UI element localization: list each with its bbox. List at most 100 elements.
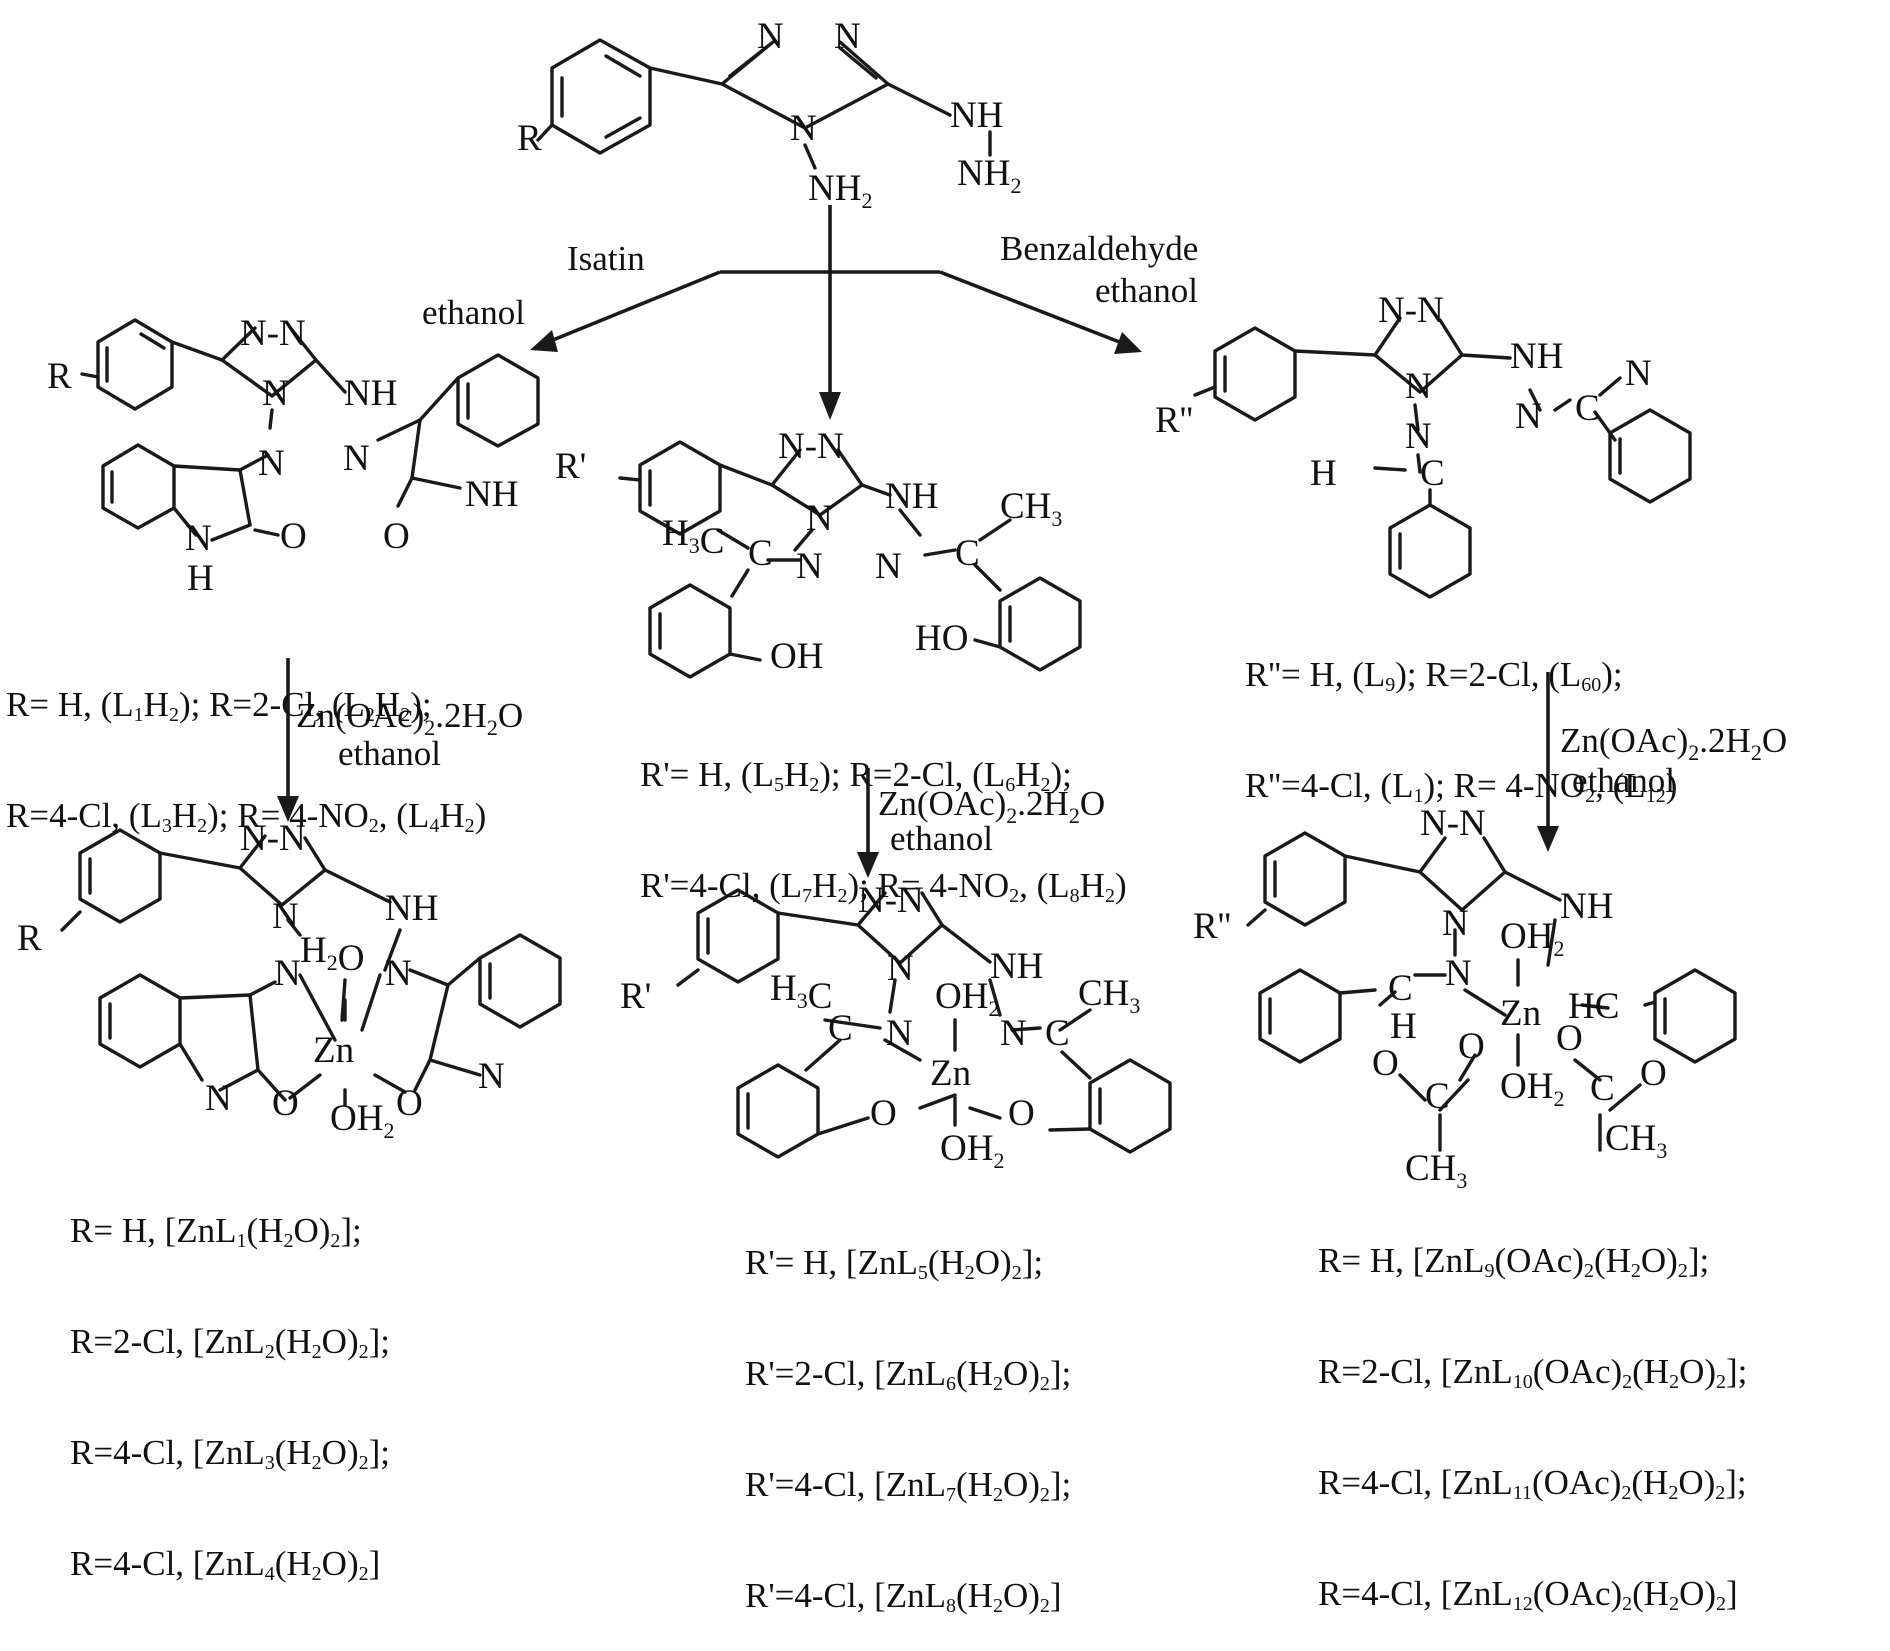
aryl-triazole-bond: [648, 66, 724, 86]
svg-text:N: N: [1442, 903, 1469, 944]
caption-line: R'= H, [ZnL5(H2O)2];: [745, 1243, 1044, 1284]
hydroxy-ligand-h3c: H3C: [662, 513, 724, 562]
middle-arrow-head: [819, 392, 841, 420]
svg-text:N: N: [1515, 396, 1542, 437]
hydroxy-complex-structure: N-N R' NH N H3C CH3 C N N C OH2 Zn OH2 O…: [620, 880, 1172, 1173]
svg-text:N-N: N-N: [240, 818, 306, 859]
svg-text:C: C: [1425, 1076, 1450, 1117]
caption-line: R=4-Cl, [ZnL4(H2O)2]: [70, 1544, 381, 1585]
benzylidene-complex-oh2-bottom: OH2: [1500, 1066, 1564, 1111]
isatin-complex-nh: NH: [385, 888, 438, 929]
caption-line: R'=2-Cl, [ZnL6(H2O)2];: [745, 1354, 1072, 1395]
svg-text:N: N: [258, 443, 285, 484]
benzylidene-complex-zn: Zn: [1500, 993, 1541, 1034]
benzylidene-ligand-caption: R''= H, (L9); R=2-Cl, (L60); R''=4-Cl, (…: [1245, 582, 1677, 841]
sm-r-label: R: [517, 118, 542, 159]
caption-line: R= H, (L1H2); R=2-Cl, (L2H2);: [6, 685, 432, 726]
hydroxy-ligand-r: R': [555, 446, 586, 487]
caption-line: R=4-Cl, (L3H2); R= 4-NO2, (L4H2): [6, 796, 487, 837]
zinc-reagent-right: Zn(OAc)2.2H2O: [1560, 721, 1787, 765]
isatin-complex-caption: R= H, [ZnL1(H2O)2]; R=2-Cl, [ZnL2(H2O)2]…: [70, 1138, 390, 1619]
svg-text:N: N: [1405, 366, 1432, 407]
zinc-ethanol-middle: ethanol: [890, 819, 993, 858]
svg-text:N-N: N-N: [778, 426, 844, 467]
svg-text:N-N: N-N: [240, 313, 306, 354]
isatin-ligand-structure: N-N R NH N N N NH N H O O: [47, 313, 540, 599]
svg-text:O: O: [1372, 1043, 1399, 1084]
reaction-arrows: Isatin ethanol Benzaldehyde ethanol Zn(O…: [277, 205, 1787, 878]
benzaldehyde-arrow: [939, 270, 1123, 345]
sm-amino-label: NH2: [808, 168, 872, 213]
isatin-complex-r: R: [17, 918, 42, 959]
hydroxy-complex-r: R': [620, 976, 651, 1017]
caption-line: R= H, [ZnL9(OAc)2(H2O)2];: [1318, 1241, 1710, 1282]
hydroxy-ligand-structure: N-N R' NH N H3C C N N C CH3 OH HO: [555, 426, 1082, 679]
caption-line: R''=4-Cl, (L1); R= 4-NO2, (L12): [1245, 766, 1678, 807]
hydroxy-complex-oh2-top: OH2: [935, 976, 999, 1021]
benzylidene-complex-oh2-top: OH2: [1500, 916, 1564, 961]
benzylidene-ligand-h: H: [1310, 453, 1337, 494]
svg-text:N: N: [1000, 1013, 1027, 1054]
benzylidene-complex-hc: HC: [1568, 986, 1619, 1027]
hydroxy-ligand-oh: OH: [770, 636, 823, 677]
benzylidene-complex-ch3-left: CH3: [1405, 1148, 1467, 1193]
sm-n-bottom: N: [790, 108, 817, 149]
benzylidene-complex-structure: N-N R'' NH N N C H OH2 Zn OH2 HC O O O C…: [1193, 803, 1737, 1193]
caption-line: R'= H, (L5H2); R=2-Cl, (L6H2);: [640, 755, 1072, 796]
svg-text:N: N: [886, 1013, 913, 1054]
svg-text:O: O: [870, 1093, 897, 1134]
isatin-ethanol-label: ethanol: [422, 293, 525, 332]
svg-text:O: O: [1458, 1026, 1485, 1067]
isatin-ligand-o1: O: [280, 516, 307, 557]
hydroxy-ligand-caption: R'= H, (L5H2); R=2-Cl, (L6H2); R'=4-Cl, …: [640, 682, 1127, 941]
caption-line: R=2-Cl, [ZnL10(OAc)2(H2O)2];: [1318, 1352, 1748, 1393]
svg-text:N: N: [875, 546, 902, 587]
svg-text:N: N: [274, 953, 301, 994]
isatin-complex-h2o: H2O: [300, 930, 364, 979]
caption-line: R'=4-Cl, (L7H2); R= 4-NO2, (L8H2): [640, 866, 1127, 907]
sm-nh-label: NH: [950, 95, 1003, 136]
svg-text:O: O: [1640, 1053, 1667, 1094]
svg-text:O: O: [272, 1083, 299, 1124]
phenyl-ring: [550, 38, 652, 155]
caption-line: R=4-Cl, [ZnL3(H2O)2];: [70, 1433, 390, 1474]
svg-text:H: H: [1390, 1006, 1417, 1047]
reaction-scheme: N N N R NH NH2 NH2 Isatin ethanol Benzal…: [17, 16, 1787, 1193]
benzaldehyde-label: Benzaldehyde: [1000, 229, 1198, 268]
benzylidene-complex-caption: R= H, [ZnL9(OAc)2(H2O)2]; R=2-Cl, [ZnL10…: [1318, 1168, 1747, 1649]
isatin-complex-oh2: OH2: [330, 1098, 394, 1143]
svg-text:C: C: [1590, 1068, 1615, 1109]
hydroxy-ligand-ho: HO: [915, 618, 968, 659]
zinc-reagent-middle: Zn(OAc)2.2H2O: [878, 784, 1105, 828]
hydroxy-complex-c1: C: [828, 1008, 853, 1049]
benzaldehyde-ethanol-label: ethanol: [1095, 271, 1198, 310]
sm-n-left: N: [757, 16, 784, 57]
isatin-ligand-caption: R= H, (L1H2); R=2-Cl, (L2H2); R=4-Cl, (L…: [6, 612, 486, 871]
benzylidene-complex-r: R'': [1193, 906, 1231, 947]
svg-text:N-N: N-N: [1378, 290, 1444, 331]
hydroxy-complex-oh2-bottom: OH2: [940, 1128, 1004, 1173]
svg-text:N: N: [205, 1078, 232, 1119]
svg-text:N: N: [385, 953, 412, 994]
caption-line: R'=4-Cl, [ZnL7(H2O)2];: [745, 1465, 1072, 1506]
isatin-arrow: [547, 270, 721, 344]
zinc-ethanol-right: ethanol: [1572, 761, 1675, 800]
svg-text:N: N: [272, 896, 299, 937]
benzylidene-complex-nh: NH: [1560, 886, 1613, 927]
caption-line: R= H, [ZnL1(H2O)2];: [70, 1211, 362, 1252]
svg-text:N: N: [1445, 953, 1472, 994]
isatin-complex-structure: N-N R NH N N N H2O Zn OH2 N O O N: [17, 818, 562, 1143]
benzylidene-ligand-c1: C: [1420, 453, 1445, 494]
svg-text:N: N: [806, 498, 833, 539]
svg-text:N-N: N-N: [1420, 803, 1486, 844]
hydroxy-ligand-ch3: CH3: [1000, 486, 1062, 531]
caption-line: R'=4-Cl, [ZnL8(H2O)2]: [745, 1576, 1062, 1617]
isatin-label: Isatin: [567, 239, 645, 278]
hydroxy-complex-nh: NH: [990, 946, 1043, 987]
svg-text:N: N: [796, 546, 823, 587]
isatin-ligand-h: H: [187, 558, 214, 599]
svg-text:N: N: [478, 1056, 505, 1097]
caption-line: R=4-Cl, [ZnL11(OAc)2(H2O)2];: [1318, 1463, 1747, 1504]
hydroxy-ligand-c2: C: [955, 533, 980, 574]
isatin-ligand-r: R: [47, 356, 72, 397]
